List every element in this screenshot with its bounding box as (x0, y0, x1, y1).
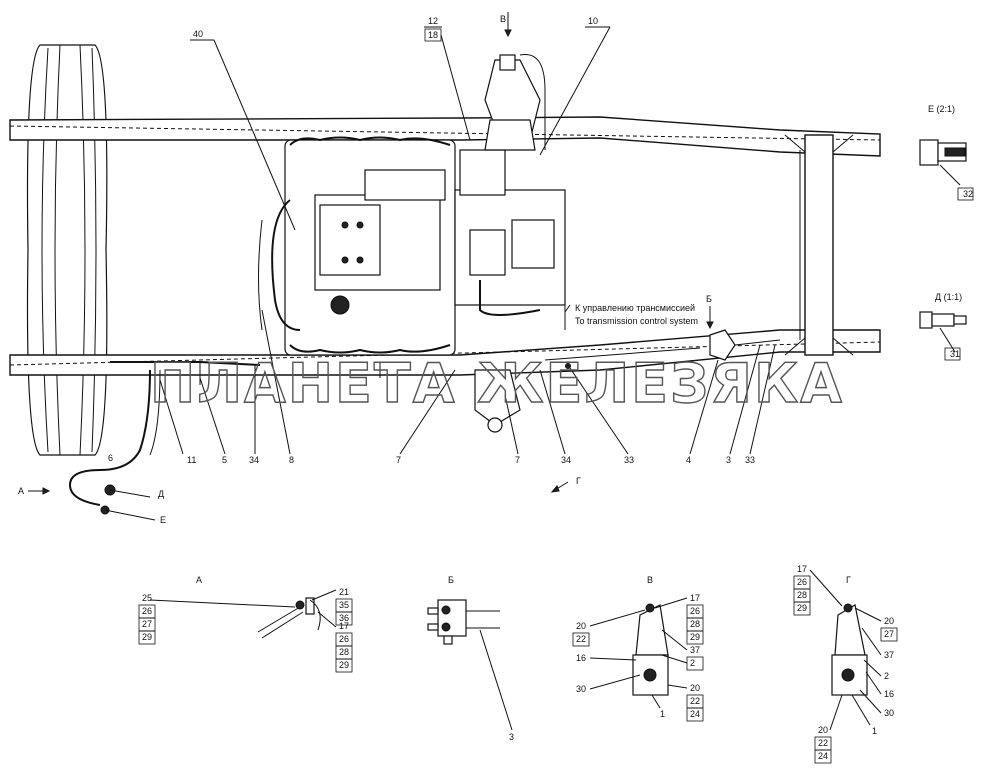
detail-a-rt2: 35 (339, 600, 349, 610)
detail-v-rm2: 2 (690, 658, 695, 668)
callout-5: 5 (222, 455, 227, 465)
callout-18: 18 (428, 30, 438, 40)
detail-g-lt3: 28 (797, 590, 807, 600)
callout-34b: 34 (561, 455, 571, 465)
callout-33a: 33 (624, 455, 634, 465)
view-arrow-b-top-label: В (500, 14, 506, 24)
detail-g-rm2: 2 (884, 671, 889, 681)
detail-a-l3: 27 (142, 619, 152, 629)
view-e-label: Е (160, 515, 166, 525)
callout-6: 6 (108, 453, 113, 463)
bottom-hose-fittings (100, 484, 156, 521)
engine-assembly (258, 136, 456, 356)
detail-v-lm1: 16 (576, 653, 586, 663)
transmission-assembly (454, 149, 566, 316)
fitting-e-detail: Е (2:1) 32 (919, 104, 974, 201)
detail-v-rt1: 17 (690, 593, 700, 603)
view-arrow-a-label: А (18, 486, 24, 496)
detail-a-title: А (196, 575, 202, 585)
detail-g-lt4: 29 (797, 603, 807, 613)
callout-40: 40 (193, 29, 203, 39)
detail-g-lb1: 20 (818, 725, 828, 735)
cross-member (784, 134, 854, 356)
view-arrows: В Б А Г Д Е (18, 12, 714, 525)
detail-v-lm2: 30 (576, 684, 586, 694)
watermark-text: ПЛАНЕТА ЖЕЛЕЗЯКА (150, 352, 844, 415)
callout-3: 3 (726, 455, 731, 465)
detail-g-lt1: 17 (797, 564, 807, 574)
callout-33b: 33 (745, 455, 755, 465)
callout-7a: 7 (396, 455, 401, 465)
transmission-note-en: To transmission control system (575, 316, 698, 326)
callout-12: 12 (428, 16, 438, 26)
detail-v-bottom: 1 (660, 709, 665, 719)
detail-v-rt2: 26 (690, 606, 700, 616)
detail-a-l1: 25 (142, 593, 152, 603)
callout-4: 4 (686, 455, 691, 465)
top-valve-unit (484, 53, 546, 151)
callout-10: 10 (588, 16, 598, 26)
detail-view-g: Г 17 26 28 29 20 27 37 2 16 30 20 22 24 … (793, 564, 898, 764)
detail-v-lt1: 20 (576, 621, 586, 631)
callout-7b: 7 (515, 455, 520, 465)
detail-a-rb2: 26 (339, 634, 349, 644)
transmission-note-ru: К управлению трансмиссией (575, 303, 695, 313)
callout-34a: 34 (249, 455, 259, 465)
detail-a-rb4: 29 (339, 660, 349, 670)
detail-v-lt2: 22 (576, 634, 586, 644)
detail-g-rm1: 37 (884, 650, 894, 660)
view-d-label: Д (158, 489, 164, 499)
detail-v-rb2: 22 (690, 696, 700, 706)
detail-v-rm1: 37 (690, 645, 700, 655)
detail-view-v: В 20 22 16 30 17 26 28 29 37 2 20 22 24 … (572, 575, 704, 722)
detail-g-bottom: 1 (872, 726, 877, 736)
top-callouts: 40 12 18 10 (190, 16, 611, 231)
view-arrow-b-label: Б (706, 294, 712, 304)
detail-v-title: В (647, 575, 653, 585)
detail-g-rm4: 30 (884, 708, 894, 718)
fitting-d-title: Д (1:1) (935, 292, 962, 302)
detail-g-title: Г (846, 575, 851, 585)
detail-a-rt1: 21 (339, 587, 349, 597)
fitting-d-detail: Д (1:1) 31 (919, 292, 967, 361)
brake-valve (709, 329, 736, 361)
callout-8: 8 (289, 455, 294, 465)
detail-a-rb3: 28 (339, 647, 349, 657)
detail-g-rt2: 27 (884, 629, 894, 639)
callout-11: 11 (187, 455, 196, 465)
detail-v-rt3: 28 (690, 619, 700, 629)
detail-g-lb2: 22 (818, 738, 828, 748)
transmission-note: К управлению трансмиссией To transmissio… (564, 300, 698, 330)
detail-g-rt1: 20 (884, 616, 894, 626)
view-arrow-g-label: Г (576, 476, 581, 486)
callout-31: 31 (950, 349, 960, 359)
detail-view-b: Б 3 (427, 575, 514, 742)
front-wheel (26, 44, 108, 456)
detail-v-rt4: 29 (690, 632, 700, 642)
detail-b-callout-3: 3 (509, 732, 514, 742)
detail-b-title: Б (448, 575, 454, 585)
detail-a-l4: 29 (142, 632, 152, 642)
detail-a-l2: 26 (142, 606, 152, 616)
fitting-e-title: Е (2:1) (928, 104, 955, 114)
callout-32: 32 (963, 189, 973, 199)
bottom-callouts: 11 5 34 8 7 7 34 33 4 3 33 6 (108, 309, 776, 465)
detail-g-lb3: 24 (818, 751, 828, 761)
detail-v-rb3: 24 (690, 709, 700, 719)
detail-view-a: А 25 26 27 29 21 35 36 17 26 28 29 (138, 575, 353, 673)
detail-g-lt2: 26 (797, 577, 807, 587)
detail-v-rb1: 20 (690, 683, 700, 693)
detail-a-rb1: 17 (339, 621, 349, 631)
detail-a-rt3: 36 (339, 613, 349, 623)
detail-g-rm3: 16 (884, 689, 894, 699)
